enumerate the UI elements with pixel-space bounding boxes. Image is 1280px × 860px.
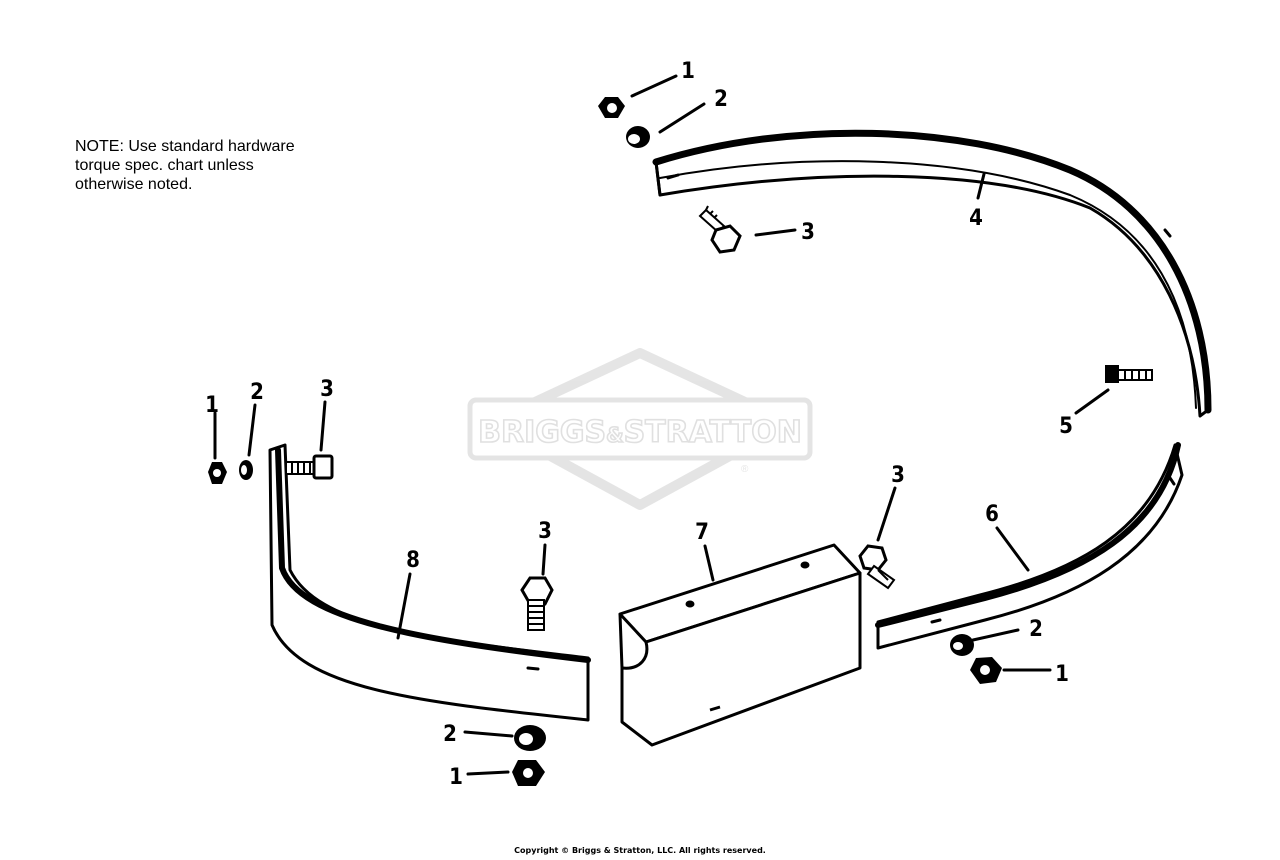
watermark-brand-amp: & bbox=[606, 423, 623, 447]
leader-lines bbox=[213, 74, 1110, 776]
washer-right bbox=[950, 634, 974, 656]
hex-nut-left bbox=[208, 462, 227, 484]
hex-nut-right bbox=[970, 657, 1002, 684]
callout-1-right: 1 bbox=[1055, 662, 1069, 687]
callout-1-left: 1 bbox=[205, 393, 219, 418]
callout-3-right: 3 bbox=[891, 463, 905, 488]
callout-7: 7 bbox=[695, 520, 709, 545]
callout-1-bottom: 1 bbox=[449, 765, 463, 790]
note-line-1: NOTE: Use standard hardware bbox=[75, 138, 295, 155]
note-line-2: torque spec. chart unless bbox=[75, 157, 254, 174]
washer-left bbox=[239, 460, 253, 480]
callout-numbers: 1 2 3 4 5 1 2 3 8 3 7 3 6 2 1 2 1 bbox=[205, 59, 1073, 790]
bolt-left bbox=[285, 454, 334, 480]
callout-2-bottom: 2 bbox=[443, 722, 457, 747]
bumper-strip-top bbox=[652, 129, 1212, 418]
washer-top bbox=[626, 126, 650, 148]
callout-3-left: 3 bbox=[320, 377, 334, 402]
callout-5: 5 bbox=[1059, 414, 1073, 439]
callout-8: 8 bbox=[406, 548, 420, 573]
watermark-brand-left: BRIGGS bbox=[478, 415, 606, 450]
bolt-top bbox=[698, 205, 742, 254]
bolt-right bbox=[1105, 365, 1153, 383]
bumper-strip-left bbox=[268, 443, 591, 722]
copyright-notice: Copyright © Briggs & Stratton, LLC. All … bbox=[514, 846, 766, 855]
torque-note: NOTE: Use standard hardware torque spec.… bbox=[75, 137, 395, 194]
svg-text:BRIGGS&STRATTON: BRIGGS&STRATTON bbox=[478, 415, 802, 450]
washer-bottom bbox=[514, 725, 546, 751]
briggs-stratton-watermark: BRIGGS&STRATTON ® bbox=[467, 348, 813, 510]
callout-3-mid: 3 bbox=[538, 519, 552, 544]
bumper-strip-right bbox=[875, 442, 1184, 650]
callout-1-top: 1 bbox=[681, 59, 695, 84]
hex-nut-top bbox=[598, 97, 625, 118]
watermark-registered-mark: ® bbox=[741, 464, 749, 475]
callout-4: 4 bbox=[969, 206, 983, 231]
bolt-mid bbox=[520, 576, 554, 631]
callout-2-right: 2 bbox=[1029, 617, 1043, 642]
center-bracket bbox=[618, 543, 862, 747]
callout-2-top: 2 bbox=[714, 87, 728, 112]
callout-3-top: 3 bbox=[801, 220, 815, 245]
callout-2-left: 2 bbox=[250, 380, 264, 405]
watermark-brand-right: STRATTON bbox=[624, 415, 802, 450]
bolt-center-right bbox=[858, 544, 896, 590]
callout-6: 6 bbox=[985, 502, 999, 527]
hex-nut-bottom bbox=[512, 760, 545, 786]
note-line-3: otherwise noted. bbox=[75, 176, 193, 193]
